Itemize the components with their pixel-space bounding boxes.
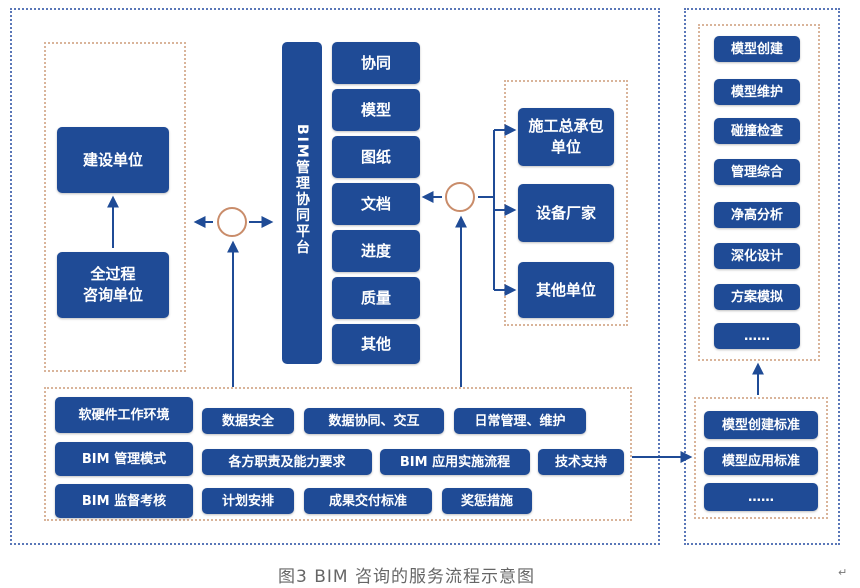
platform-item: 图纸 <box>332 136 420 178</box>
left-junction-circle <box>217 207 247 237</box>
consulting-unit-box: 全过程 咨询单位 <box>57 252 169 318</box>
row-item: 计划安排 <box>202 488 294 514</box>
standard-item: 模型应用标准 <box>704 447 818 475</box>
platform-item: 文档 <box>332 183 420 225</box>
row-label-environment: 软硬件工作环境 <box>55 397 193 433</box>
standards-frame <box>694 397 828 519</box>
row-label-supervision: BIM 监督考核 <box>55 484 193 518</box>
platform-item: 质量 <box>332 277 420 319</box>
row-item: 技术支持 <box>538 449 624 475</box>
platform-item: 进度 <box>332 230 420 272</box>
branch-trunk <box>478 130 495 290</box>
unit-box-other: 其他单位 <box>518 262 614 318</box>
right-frame <box>684 8 840 545</box>
row-item: 数据安全 <box>202 408 294 434</box>
return-mark: ↵ <box>838 566 848 579</box>
platform-item: 协同 <box>332 42 420 84</box>
service-item: 管理综合 <box>714 159 800 185</box>
service-item: …… <box>714 323 800 349</box>
bim-platform-title: BIM管理协同平台 <box>294 124 310 256</box>
service-item: 模型维护 <box>714 79 800 105</box>
main-frame <box>10 8 660 545</box>
bim-platform-bar: BIM管理协同平台 <box>282 42 322 364</box>
row-item: 成果交付标准 <box>304 488 432 514</box>
row-item: 数据协同、交互 <box>304 408 444 434</box>
row-label-management: BIM 管理模式 <box>55 442 193 476</box>
service-item: 方案模拟 <box>714 284 800 310</box>
unit-box-equipment: 设备厂家 <box>518 184 614 242</box>
row-item: BIM 应用实施流程 <box>380 449 530 475</box>
right-junction-circle <box>445 182 475 212</box>
construction-unit-box: 建设单位 <box>57 127 169 193</box>
service-item: 碰撞检查 <box>714 118 800 144</box>
units-frame <box>504 80 628 326</box>
service-item: 深化设计 <box>714 243 800 269</box>
row-item: 奖惩措施 <box>442 488 532 514</box>
figure-caption: 图3 BIM 咨询的服务流程示意图 <box>278 567 535 587</box>
standard-item: 模型创建标准 <box>704 411 818 439</box>
left-frame <box>44 42 186 372</box>
unit-box-contractor: 施工总承包 单位 <box>518 108 614 166</box>
services-frame <box>698 24 820 361</box>
service-item: 净高分析 <box>714 202 800 228</box>
row-item: 各方职责及能力要求 <box>202 449 372 475</box>
platform-item: 模型 <box>332 89 420 131</box>
service-item: 模型创建 <box>714 36 800 62</box>
standard-item: …… <box>704 483 818 511</box>
bottom-frame <box>44 387 632 521</box>
platform-item: 其他 <box>332 324 420 364</box>
row-item: 日常管理、维护 <box>454 408 586 434</box>
